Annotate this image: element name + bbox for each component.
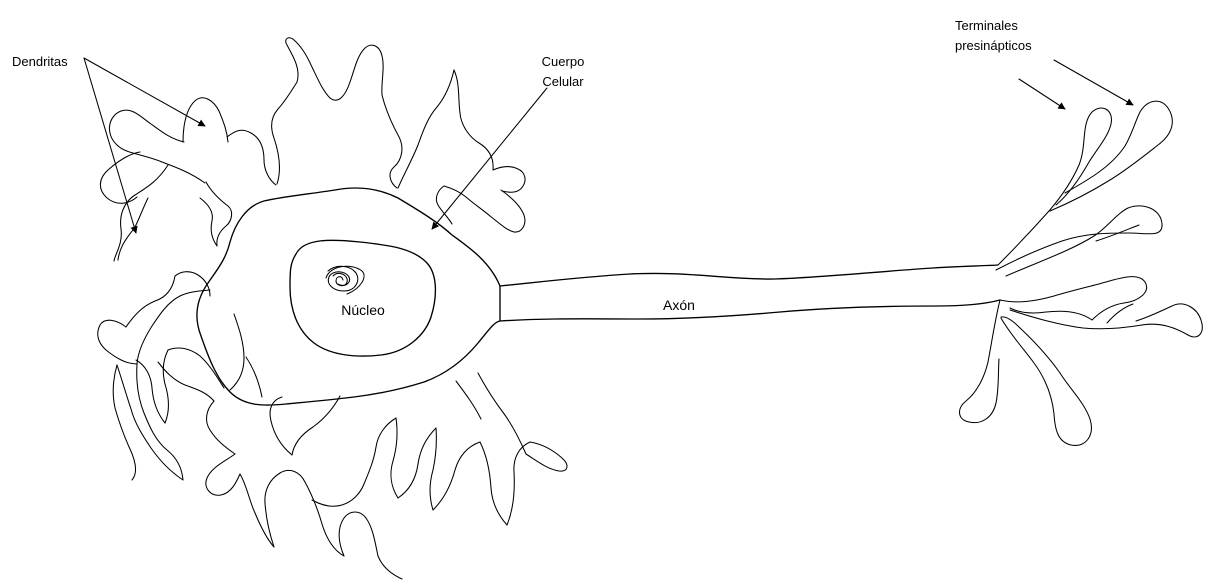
axon-terminals [960, 101, 1203, 445]
cell-body-label-line2: Celular [542, 74, 584, 89]
dendrites [98, 38, 567, 579]
cell-body-arrow [432, 88, 547, 229]
dendrites-arrow-upper [84, 58, 205, 126]
cell-body-label-line1: Cuerpo [542, 54, 585, 69]
terminals-label-line1: Terminales [955, 18, 1018, 33]
cell-body-outline [197, 188, 500, 405]
terminal-arrow-left [1019, 79, 1065, 109]
terminal-arrow-right [1054, 60, 1133, 105]
nucleus-label: Núcleo [341, 302, 385, 318]
axon: Axón [500, 265, 1000, 321]
dendrites-arrow-lower [84, 58, 136, 233]
dendrites-label: Dendritas [12, 54, 68, 69]
annotations: Dendritas Cuerpo Celular Terminales pres… [12, 18, 1133, 233]
nucleus: Núcleo [290, 240, 435, 356]
terminals-label-line2: presinápticos [955, 38, 1032, 53]
axon-label: Axón [663, 297, 695, 313]
